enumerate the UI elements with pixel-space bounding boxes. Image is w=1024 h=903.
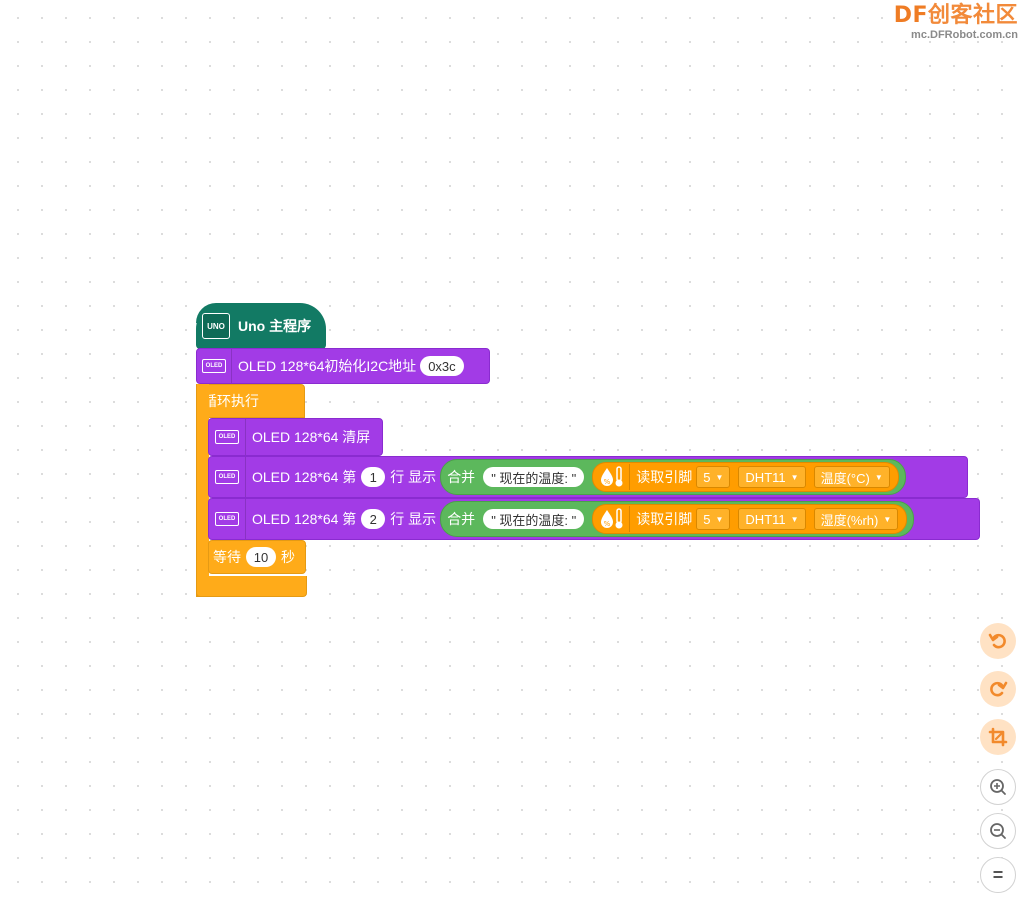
- zoom-in-icon: [990, 779, 1006, 795]
- oled-icon: OLED: [215, 512, 239, 526]
- oled-icon-container: OLED: [209, 457, 246, 497]
- measurement-value: 湿度(%rh): [820, 512, 879, 528]
- text-literal-input[interactable]: " 现在的温度: ": [483, 509, 585, 529]
- watermark: DF创客社区 mc.DFRobot.com.cn: [894, 4, 1018, 42]
- watermark-brand-latin: DF: [893, 3, 928, 28]
- undo-button[interactable]: [980, 623, 1016, 659]
- merge-block[interactable]: 合并 " 现在的温度: " % 读取引脚 5▼ DHT11▼ 温度(°C)▼: [440, 459, 906, 495]
- read-pin-label: 读取引脚: [636, 469, 693, 485]
- oled-display-prefix: OLED 128*64 第: [252, 511, 357, 527]
- wait-label: 等待: [213, 549, 241, 565]
- merge-label: 合并: [447, 511, 476, 527]
- oled-init-block[interactable]: OLED OLED 128*64初始化I2C地址 0x3c: [196, 348, 490, 384]
- dht-read-block[interactable]: % 读取引脚 5▼ DHT11▼ 湿度(%rh)▼: [592, 504, 908, 534]
- pin-value: 5: [703, 511, 711, 527]
- undo-icon: [988, 633, 1006, 649]
- text-literal-input[interactable]: " 现在的温度: ": [483, 467, 585, 487]
- oled-init-label: OLED 128*64初始化I2C地址: [238, 358, 417, 374]
- merge-block[interactable]: 合并 " 现在的温度: " % 读取引脚 5▼ DHT11▼ 湿度(%rh)▼: [440, 501, 915, 537]
- oled-icon-container: OLED: [209, 499, 246, 539]
- sensor-value: DHT11: [745, 511, 786, 527]
- watermark-brand: DF创客社区: [894, 4, 1018, 28]
- chevron-down-icon: ▼: [874, 472, 883, 482]
- oled-display-prefix: OLED 128*64 第: [252, 469, 357, 485]
- oled-icon: OLED: [202, 359, 226, 373]
- reset-zoom-icon: =: [992, 864, 1004, 885]
- loop-block[interactable]: 循环执行: [196, 384, 305, 418]
- crop-icon: [988, 727, 1008, 747]
- chevron-down-icon: ▼: [715, 514, 724, 524]
- zoom-in-button[interactable]: [980, 769, 1016, 805]
- oled-icon-container: OLED: [209, 419, 246, 455]
- redo-icon: [990, 681, 1008, 697]
- chevron-down-icon: ▼: [790, 472, 799, 482]
- oled-icon-container: OLED: [197, 349, 232, 383]
- zoom-out-button[interactable]: [980, 813, 1016, 849]
- zoom-out-icon: [990, 823, 1006, 839]
- oled-clear-block[interactable]: OLED OLED 128*64 清屏: [208, 418, 383, 456]
- oled-display-suffix: 行 显示: [390, 511, 437, 527]
- main-program-block[interactable]: UNO Uno 主程序: [196, 303, 326, 349]
- watermark-url: mc.DFRobot.com.cn: [911, 29, 1018, 41]
- measurement-dropdown[interactable]: 湿度(%rh) ▼: [813, 508, 899, 530]
- wait-block[interactable]: 等待 10 秒: [208, 540, 306, 574]
- chevron-down-icon: ▼: [790, 514, 799, 524]
- crop-button[interactable]: [980, 719, 1016, 755]
- wait-unit-label: 秒: [281, 549, 295, 565]
- chevron-down-icon: ▼: [883, 514, 892, 524]
- oled-display-row2-block[interactable]: OLED OLED 128*64 第 2 行 显示 合并 " 现在的温度: " …: [208, 498, 980, 540]
- oled-clear-label: OLED 128*64 清屏: [252, 429, 371, 445]
- merge-label: 合并: [447, 469, 476, 485]
- row-number-input[interactable]: 2: [361, 509, 386, 529]
- reset-zoom-button[interactable]: =: [980, 857, 1016, 893]
- pin-value: 5: [703, 469, 711, 485]
- sensor-dropdown[interactable]: DHT11 ▼: [738, 466, 806, 488]
- uno-board-icon: UNO: [202, 313, 230, 339]
- oled-icon: OLED: [215, 430, 239, 444]
- sensor-value: DHT11: [745, 469, 786, 485]
- temperature-humidity-icon: %: [595, 464, 631, 490]
- main-program-label: Uno 主程序: [238, 318, 312, 334]
- pin-dropdown[interactable]: 5▼: [696, 466, 731, 488]
- dht-read-block[interactable]: % 读取引脚 5▼ DHT11▼ 温度(°C)▼: [592, 462, 899, 492]
- svg-text:%: %: [604, 478, 611, 486]
- i2c-address-input[interactable]: 0x3c: [420, 356, 464, 376]
- watermark-brand-cn: 创客社区: [927, 3, 1018, 28]
- oled-display-row1-block[interactable]: OLED OLED 128*64 第 1 行 显示 合并 " 现在的温度: " …: [208, 456, 968, 498]
- wait-seconds-input[interactable]: 10: [246, 547, 276, 567]
- pin-dropdown[interactable]: 5▼: [696, 508, 731, 530]
- read-pin-label: 读取引脚: [636, 511, 693, 527]
- loop-foot: [196, 576, 307, 597]
- temperature-humidity-icon: %: [595, 506, 631, 532]
- sensor-dropdown[interactable]: DHT11 ▼: [738, 508, 806, 530]
- measurement-dropdown[interactable]: 温度(°C) ▼: [813, 466, 890, 488]
- row-number-input[interactable]: 1: [361, 467, 386, 487]
- redo-button[interactable]: [980, 671, 1016, 707]
- oled-display-suffix: 行 显示: [390, 469, 437, 485]
- svg-text:%: %: [604, 520, 611, 528]
- loop-label: 循环执行: [203, 393, 259, 409]
- oled-icon: OLED: [215, 470, 239, 484]
- chevron-down-icon: ▼: [715, 472, 724, 482]
- measurement-value: 温度(°C): [820, 470, 870, 486]
